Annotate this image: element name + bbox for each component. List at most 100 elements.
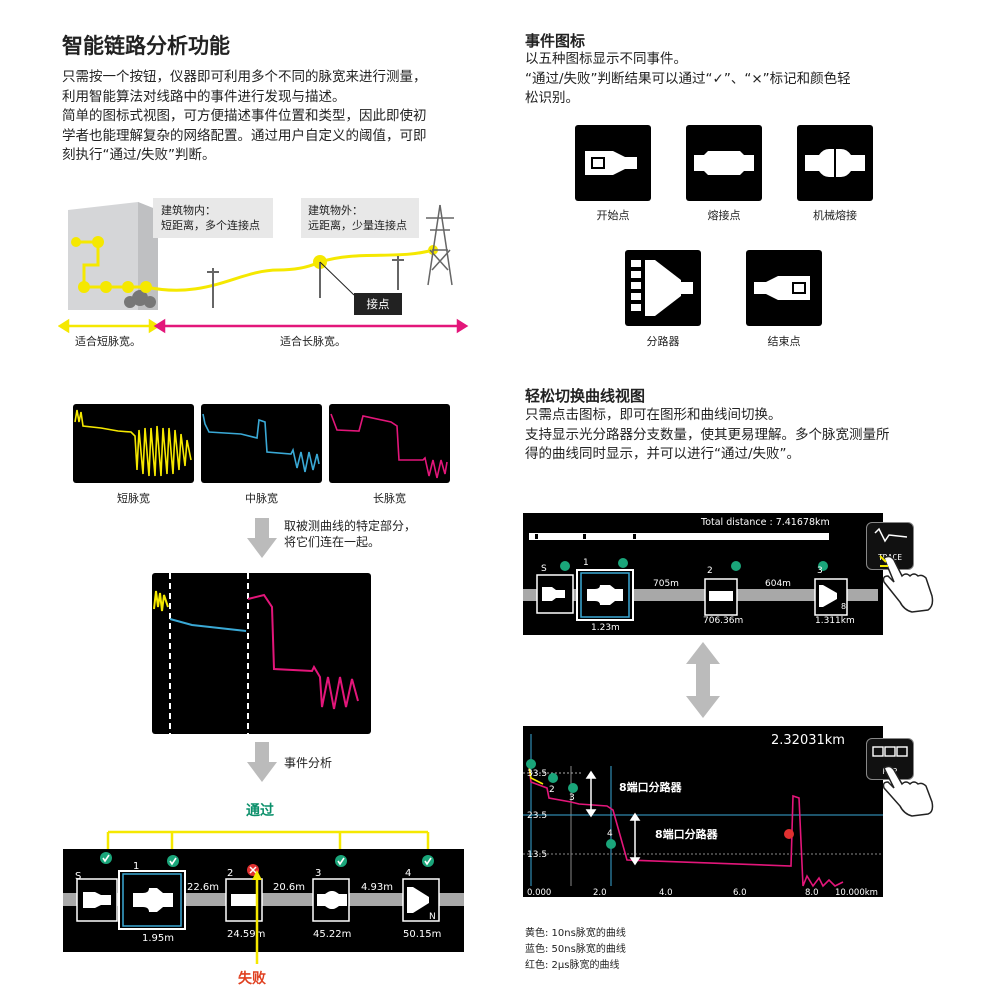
long-pulse-label: 长脉宽 (373, 492, 406, 505)
pass-check-icon (100, 852, 434, 867)
svg-text:S: S (75, 871, 81, 882)
svg-text:20.6m: 20.6m (273, 882, 305, 893)
joint-label-box (354, 293, 402, 315)
fusion-splice-icon (686, 125, 762, 201)
svg-text:3: 3 (315, 868, 321, 879)
svg-text:4.0: 4.0 (659, 888, 673, 897)
building (68, 202, 158, 310)
svg-text:N: N (429, 912, 436, 922)
legend-blue: 蓝色: 50ns脉宽的曲线 (525, 944, 626, 955)
splitter-icon (625, 250, 701, 326)
icon-label: 分路器 (646, 335, 680, 348)
fail-arrow (252, 870, 262, 964)
icon-label: 熔接点 (707, 209, 741, 222)
intro-line: 简单的图标式视图，可方便描述事件位置和类型，因此即使初 (62, 108, 427, 124)
svg-text:33.5: 33.5 (527, 769, 547, 779)
intro-line: 利用智能算法对线路中的事件进行发现与描述。 (62, 88, 346, 105)
mid-pulse-label: 中脉宽 (245, 492, 278, 505)
svg-text:2: 2 (227, 868, 233, 879)
callout-inside (153, 198, 273, 238)
icon-label: 开始点 (596, 209, 630, 222)
intro-line: 刻执行“通过/失败”判断。 (62, 147, 216, 163)
svg-text:4: 4 (607, 829, 613, 839)
mid-pulse-trace (201, 404, 322, 483)
svg-text:10.000km: 10.000km (835, 888, 878, 897)
svg-text:建筑物外：: 建筑物外： (308, 203, 363, 217)
intro-text: 只需按一个按钮，仪器即可利用多个不同的脉宽来进行测量， 利用智能算法对线路中的事… (62, 68, 482, 166)
switch-title: 轻松切换曲线视图 (525, 387, 646, 405)
svg-text:50.15m: 50.15m (403, 929, 441, 940)
svg-text:45.22m: 45.22m (313, 929, 351, 940)
fail-label: 失败 (238, 971, 266, 987)
svg-text:24.59m: 24.59m (227, 929, 265, 940)
callout-outside (301, 198, 419, 238)
pass-label: 通过 (246, 803, 274, 819)
svg-text:适合长脉宽。: 适合长脉宽。 (280, 334, 346, 348)
long-pulse-trace (329, 404, 450, 483)
svg-text:1: 1 (583, 558, 589, 568)
svg-text:23.5: 23.5 (527, 811, 547, 821)
short-pulse-trace (73, 404, 194, 483)
trees-icon (124, 290, 156, 308)
connection-points (71, 236, 438, 293)
map-button[interactable]: MAP (866, 738, 914, 780)
short-pulse-label: 短脉宽 (117, 492, 150, 505)
legend-red: 红色: 2μs脉宽的曲线 (525, 960, 620, 971)
long-range-arrow (153, 318, 469, 334)
svg-text:8端口分路器: 8端口分路器 (619, 780, 683, 794)
svg-text:S: S (541, 564, 547, 574)
svg-text:4.93m: 4.93m (361, 882, 393, 893)
pole-icon (207, 256, 404, 308)
svg-text:3: 3 (817, 566, 823, 576)
icons-text: 以五种图标显示不同事件。 “通过/失败”判断结果可以通过“✓”、“×”标记和颜色… (525, 51, 851, 106)
svg-text:8: 8 (841, 602, 846, 611)
svg-text:705m: 705m (653, 579, 679, 589)
svg-text:远距离，少量连接点: 远距离，少量连接点 (308, 218, 407, 232)
svg-text:0.000: 0.000 (527, 888, 551, 897)
legend-yellow: 黄色: 10ns脉宽的曲线 (525, 928, 626, 939)
intro-line: 只需按一个按钮，仪器即可利用多个不同的脉宽来进行测量， (62, 69, 427, 85)
svg-text:2: 2 (549, 785, 555, 795)
svg-text:22.6m: 22.6m (187, 882, 219, 893)
svg-text:2.0: 2.0 (593, 888, 607, 897)
hand-pointer-icon (879, 555, 934, 613)
svg-text:706.36m: 706.36m (703, 616, 743, 626)
svg-text:建筑物内：: 建筑物内： (161, 203, 216, 217)
map-view-screen: Total distance : 7.41678km S 1 2 3 705m … (523, 513, 883, 635)
intro-line: 学者也能理解复杂的网络配置。通过用户自定义的阈值，可即 (62, 127, 427, 144)
down-arrow-icon (247, 742, 277, 782)
tower-icon (426, 204, 454, 286)
svg-text:短距离，多个连接点: 短距离，多个连接点 (161, 218, 260, 232)
svg-text:1: 1 (133, 861, 139, 872)
svg-text:1.23m: 1.23m (591, 623, 620, 633)
icons-title: 事件图标 (525, 32, 586, 50)
down-arrow-icon (247, 518, 277, 558)
hand-pointer-icon (882, 765, 934, 817)
svg-text:8.0: 8.0 (805, 888, 819, 897)
mechanical-splice-icon (797, 125, 873, 201)
start-point-icon (575, 125, 651, 201)
trace-view-screen: 33.5 23.5 13.5 0.000 2.0 4.0 6.0 8.0 10.… (523, 726, 883, 898)
end-point-icon (746, 250, 822, 326)
icon-label: 结束点 (767, 335, 801, 348)
svg-text:1.311km: 1.311km (815, 616, 855, 626)
trace-legend: 黄色: 10ns脉宽的曲线 蓝色: 50ns脉宽的曲线 红色: 2μs脉宽的曲线 (525, 926, 626, 974)
short-range-arrow (58, 318, 161, 334)
svg-text:2.32031km: 2.32031km (771, 733, 845, 748)
svg-text:适合短脉宽。: 适合短脉宽。 (75, 334, 141, 348)
svg-text:2: 2 (707, 566, 713, 576)
event-map-screen: S 1 2 3 4 22.6m 20.6m 4.93m 1.95m 24.59m… (63, 849, 464, 952)
svg-text:1.95m: 1.95m (142, 933, 174, 944)
svg-text:8端口分路器: 8端口分路器 (655, 827, 719, 841)
switch-text: 只需点击图标，即可在图形和曲线间切换。 支持显示光分路器分支数量，使其更易理解。… (525, 407, 890, 462)
svg-text:Total distance : 7.41678km: Total distance : 7.41678km (700, 517, 830, 528)
svg-text:接点: 接点 (367, 297, 390, 311)
step2-text: 事件分析 (284, 756, 333, 770)
svg-text:604m: 604m (765, 579, 791, 589)
combined-trace (152, 573, 371, 734)
svg-text:3: 3 (569, 793, 575, 803)
network-diagram: 建筑物内： 短距离，多个连接点 建筑物外： 远距离，少量连接点 接点 适合短脉宽… (58, 198, 469, 348)
svg-text:4: 4 (405, 868, 411, 879)
svg-text:13.5: 13.5 (527, 850, 547, 860)
step1-text: 取被测曲线的特定部分，将它们连在一起。 (284, 519, 417, 549)
